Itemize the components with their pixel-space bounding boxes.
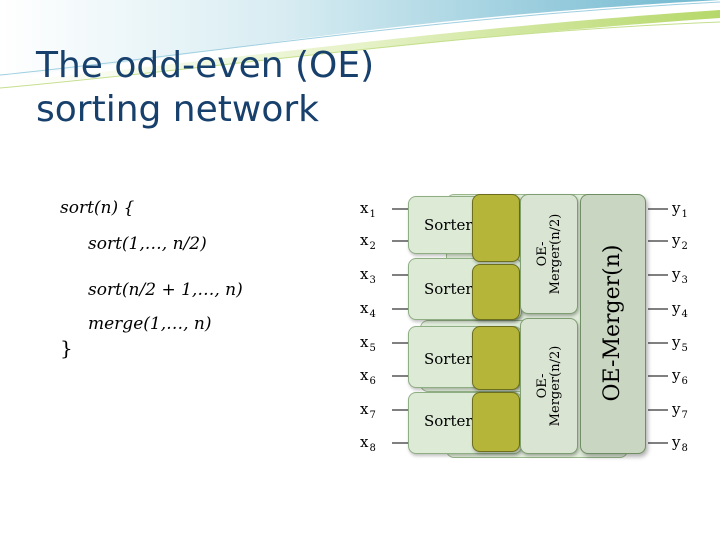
output-y5: y5: [672, 333, 688, 354]
oe-merger-half-top: OE- Merger(n/2): [520, 194, 578, 314]
input-x6: x6: [360, 366, 376, 387]
input-x8: x8: [360, 433, 376, 454]
output-wires: [648, 209, 668, 443]
input-x1: x1: [360, 199, 376, 220]
olive-block-4: [472, 392, 520, 452]
output-y1: y1: [672, 199, 688, 220]
output-y2: y2: [672, 231, 688, 252]
oe-merger-full-label: OE-Merger(n): [601, 195, 625, 451]
sorter-label-4: Sorter(: [424, 412, 478, 430]
oe-merger-half-top-label: OE- Merger(n/2): [536, 196, 562, 312]
sorter-label-2: Sorter(: [424, 280, 478, 298]
input-x5: x5: [360, 333, 376, 354]
olive-block-2: [472, 264, 520, 320]
olive-block-1: [472, 194, 520, 262]
oe-merger-full: OE-Merger(n): [580, 194, 646, 454]
input-x3: x3: [360, 265, 376, 286]
output-y7: y7: [672, 400, 688, 421]
olive-block-3: [472, 326, 520, 390]
oe-merger-half-bottom: OE- Merger(n/2): [520, 318, 578, 454]
input-x7: x7: [360, 400, 376, 421]
sorter-label-3: Sorter(: [424, 350, 478, 368]
output-y6: y6: [672, 366, 688, 387]
input-x2: x2: [360, 231, 376, 252]
output-y8: y8: [672, 433, 688, 454]
input-x4: x4: [360, 299, 376, 320]
oe-merger-half-bottom-label: OE- Merger(n/2): [536, 324, 562, 448]
output-y4: y4: [672, 299, 688, 320]
output-y3: y3: [672, 265, 688, 286]
sorter-label-1: Sorter(: [424, 216, 478, 234]
